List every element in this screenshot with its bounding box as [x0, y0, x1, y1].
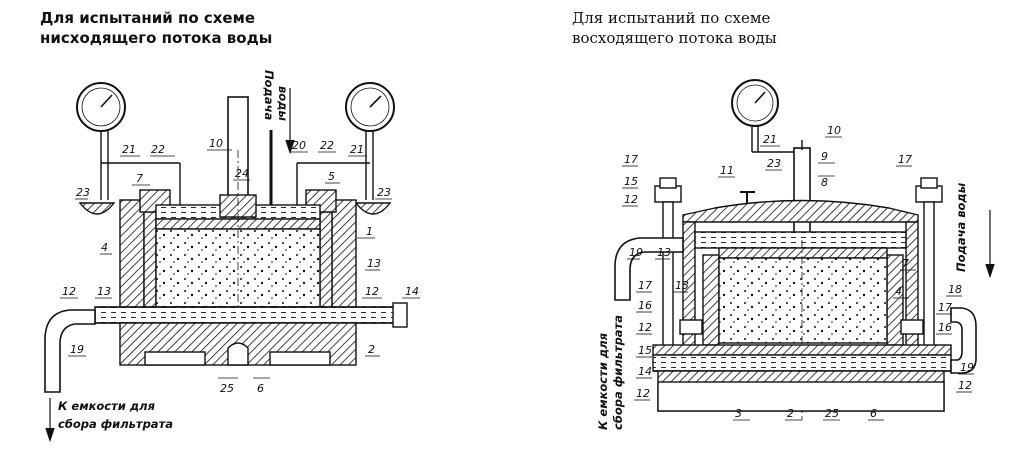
right-label-10: 10 [827, 124, 841, 137]
right-label-13a: 13 [657, 246, 671, 259]
left-label-21b: 21 [350, 143, 364, 156]
left-water-supply-line-2: воды [276, 86, 290, 121]
right-label-12c: 12 [636, 387, 650, 400]
right-label-17c: 17 [638, 279, 652, 292]
right-caption-line-1: Для испытаний по схеме [572, 9, 771, 27]
right-label-17d: 17 [938, 301, 952, 314]
left-caption-line-2: нисходящего потока воды [40, 29, 273, 47]
left-label-13a: 13 [367, 257, 381, 270]
right-gauge-icon [731, 79, 800, 153]
left-gauge-1-icon [76, 82, 126, 200]
left-label-1: 1 [366, 225, 373, 238]
right-caption-line-2: восходящего потока воды [572, 29, 777, 47]
left-label-5: 5 [328, 170, 335, 183]
right-label-12b: 12 [638, 321, 652, 334]
right-label-4: 4 [895, 285, 902, 298]
left-label-23a: 23 [76, 186, 90, 199]
left-label-12b: 12 [365, 285, 379, 298]
left-label-14: 14 [405, 285, 419, 298]
right-label-17a: 17 [624, 153, 638, 166]
right-label-15b: 15 [638, 344, 652, 357]
left-label-13b: 13 [97, 285, 111, 298]
left-caption: Для испытаний по схеме нисходящего поток… [40, 8, 272, 48]
left-filtrate-line-2: сбора фильтрата [58, 417, 173, 431]
left-water-supply-note: Подача воды [262, 70, 290, 121]
right-label-21: 21 [763, 133, 777, 146]
right-label-8: 8 [821, 176, 828, 189]
right-water-supply-text: Подача воды [954, 182, 968, 272]
left-label-4: 4 [101, 241, 108, 254]
right-label-13b: 13 [675, 279, 689, 292]
left-label-25: 25 [220, 382, 234, 395]
left-part-labels: 21 22 10 20 22 21 7 24 5 23 23 1 4 13 12… [60, 137, 420, 395]
right-apparatus [614, 79, 995, 420]
left-label-12a: 12 [62, 285, 76, 298]
left-label-22a: 22 [151, 143, 165, 156]
left-label-20: 20 [292, 139, 306, 152]
right-label-15a: 15 [624, 175, 638, 188]
left-label-6: 6 [257, 382, 264, 395]
right-part-labels: 21 10 9 8 23 11 17 17 15 12 19 13 7 4 17… [622, 124, 974, 421]
right-label-18: 18 [948, 283, 962, 296]
left-label-7: 7 [136, 172, 143, 185]
right-label-23: 23 [767, 157, 781, 170]
right-water-supply-note: Подача воды [954, 182, 968, 272]
right-filtrate-line-1: К емкости для [596, 332, 610, 430]
left-gauge-2-icon [345, 82, 395, 200]
left-label-2: 2 [368, 343, 375, 356]
right-label-19b: 19 [960, 361, 974, 374]
right-caption: Для испытаний по схеме восходящего поток… [572, 8, 777, 48]
right-label-6: 6 [870, 407, 877, 420]
left-water-supply-line-1: Подача [262, 70, 276, 120]
right-filtrate-line-2: сбора фильтрата [611, 315, 625, 430]
right-label-12a: 12 [624, 193, 638, 206]
left-label-10: 10 [209, 137, 223, 150]
right-label-16b: 16 [938, 321, 952, 334]
left-label-19: 19 [70, 343, 84, 356]
right-filtrate-note: К емкости для сбора фильтрата [596, 315, 625, 430]
right-label-17b: 17 [898, 153, 912, 166]
right-label-16a: 16 [638, 299, 652, 312]
right-label-14: 14 [638, 365, 652, 378]
left-filtrate-note: К емкости для сбора фильтрата [58, 399, 173, 431]
right-label-7: 7 [902, 257, 909, 270]
left-label-24: 24 [235, 167, 249, 180]
right-label-11: 11 [720, 164, 734, 177]
left-filtrate-line-1: К емкости для [58, 399, 156, 413]
left-caption-line-1: Для испытаний по схеме [40, 9, 256, 27]
left-label-22b: 22 [320, 139, 334, 152]
right-label-3: 3 [735, 407, 742, 420]
right-label-25: 25 [825, 407, 839, 420]
right-label-12d: 12 [958, 379, 972, 392]
left-apparatus [44, 82, 408, 443]
left-label-23b: 23 [377, 186, 391, 199]
right-label-9: 9 [821, 150, 828, 163]
right-label-2: 2 [787, 407, 794, 420]
right-label-19a: 19 [629, 246, 643, 259]
left-label-21a: 21 [122, 143, 136, 156]
